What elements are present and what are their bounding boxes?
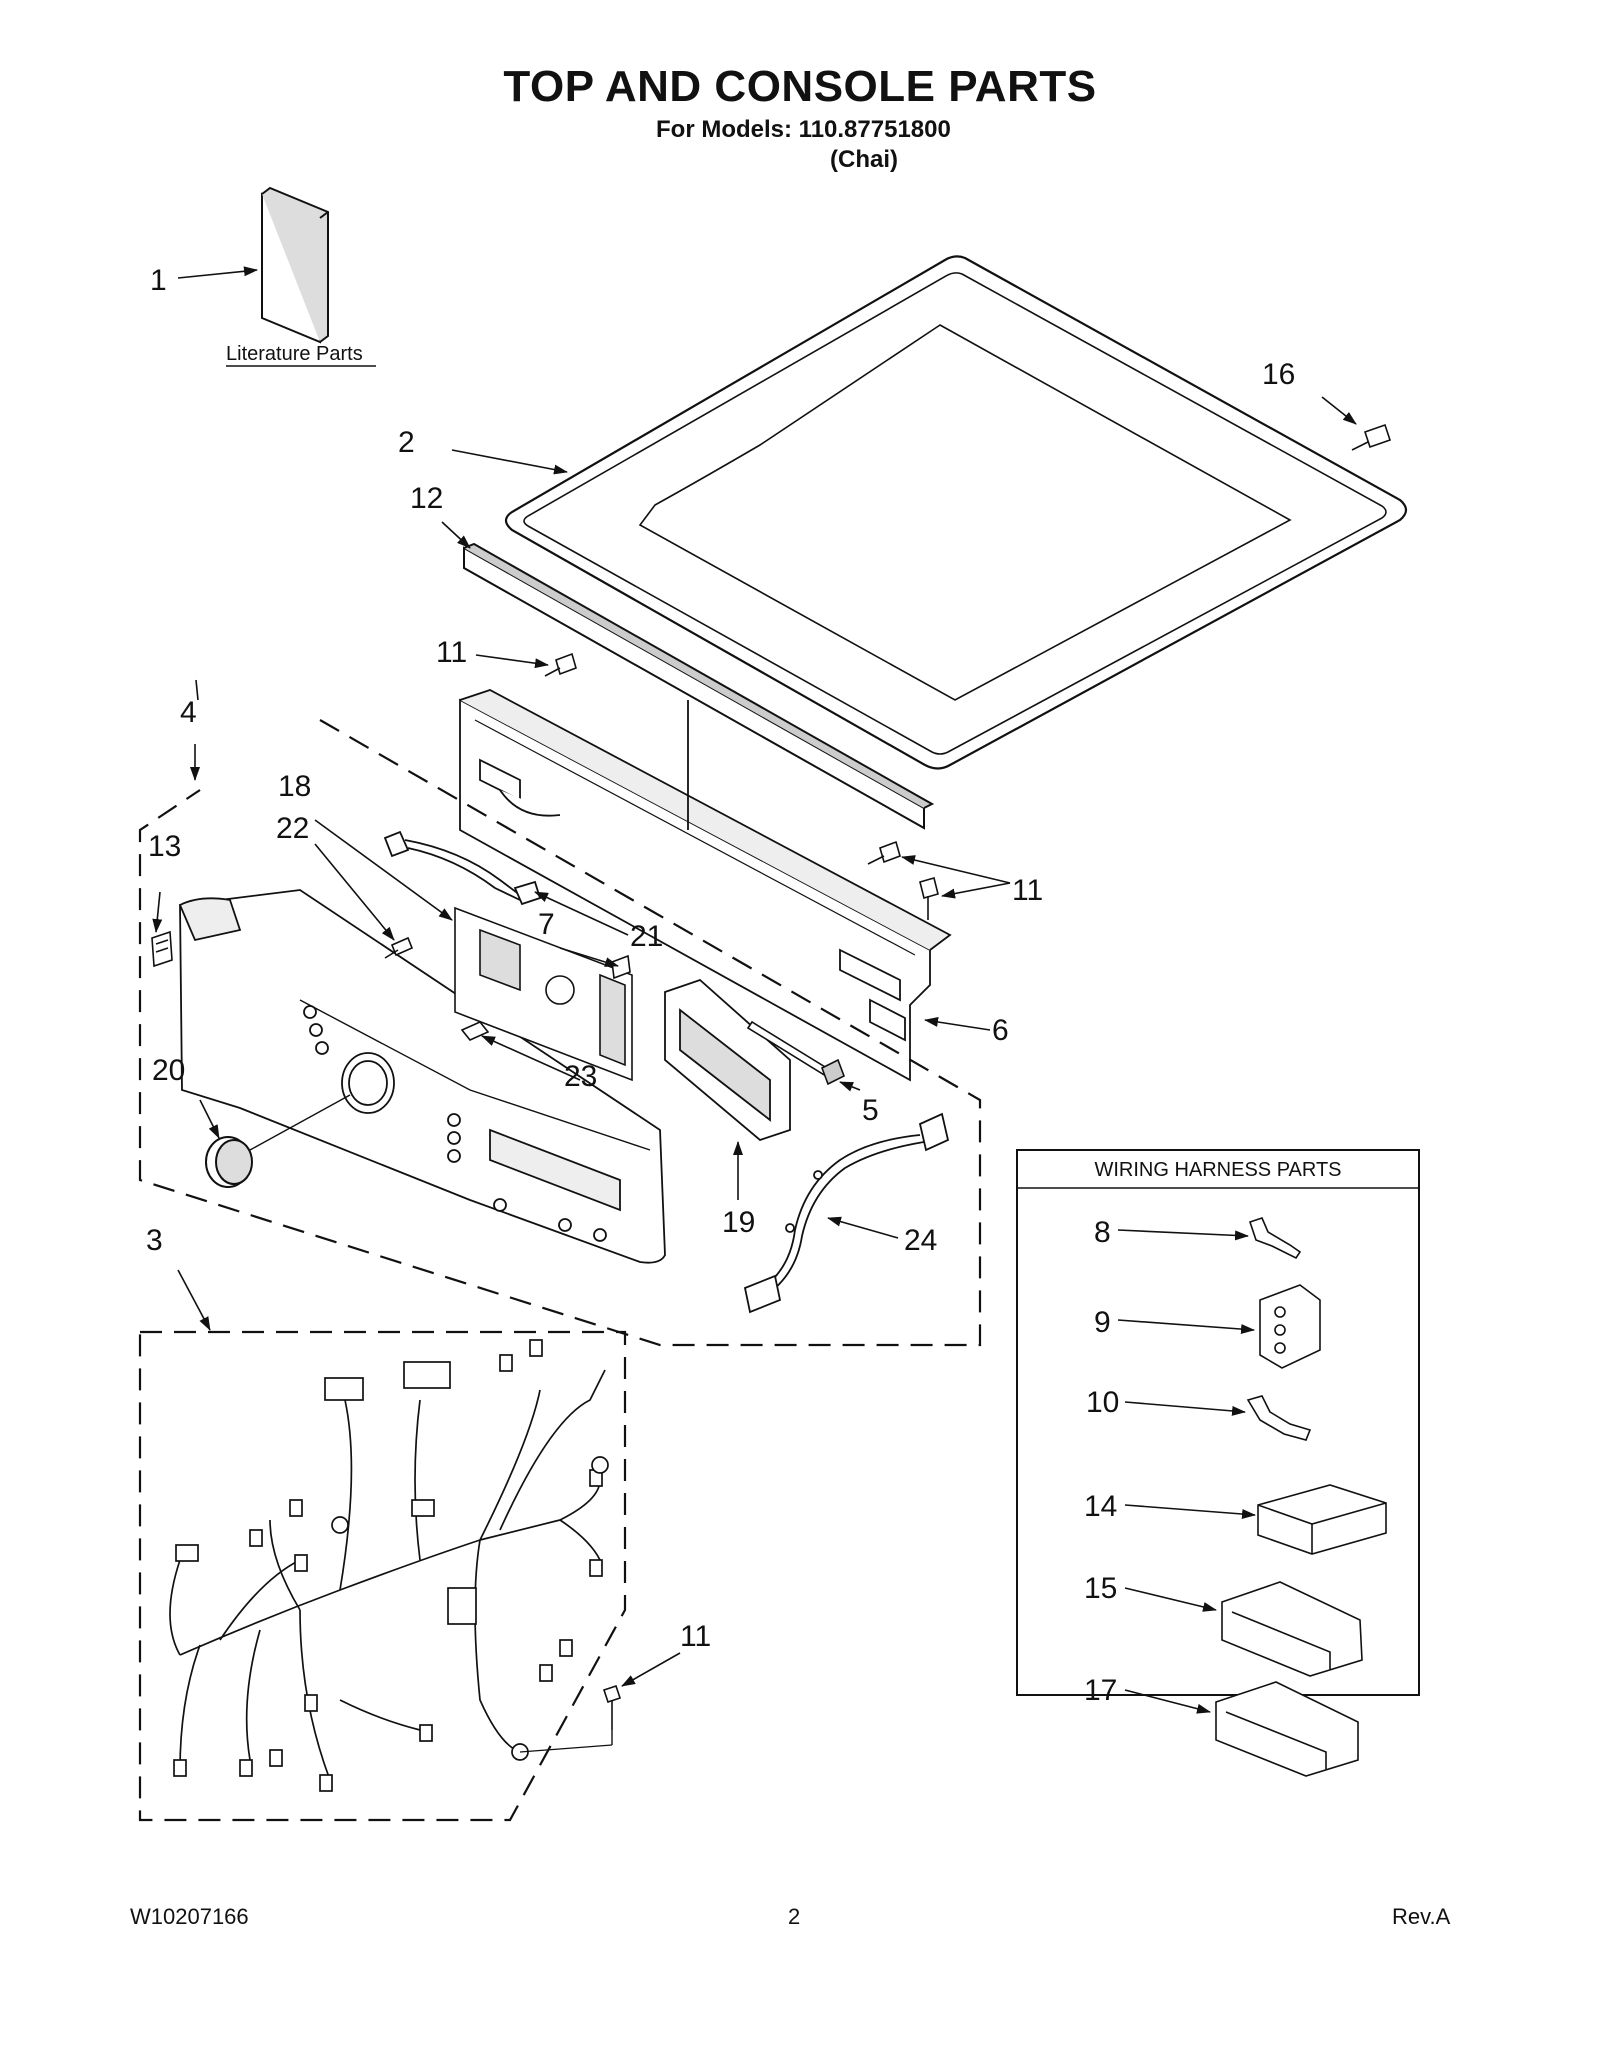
doc-number: W10207166 (130, 1904, 249, 1929)
callout-4: 4 (180, 696, 197, 729)
callout-19: 19 (722, 1206, 755, 1239)
console-assembly-boundary (138, 719, 982, 1347)
models-line: For Models: 110.87751800 (656, 116, 951, 143)
harness-screw (602, 1684, 622, 1730)
page-title: TOP AND CONSOLE PARTS (503, 62, 1097, 111)
page-number: 2 (788, 1904, 801, 1929)
callout-17: 17 (1084, 1674, 1117, 1707)
callout-10: 10 (1086, 1386, 1119, 1419)
callout-numbers: 1 2 12 16 11 11 4 18 22 13 21 7 23 20 6 … (146, 264, 1295, 1707)
board-cable (383, 830, 542, 906)
cable-tie (746, 1020, 846, 1086)
harness-screw-ref (519, 1744, 613, 1753)
callout-5: 5 (862, 1094, 879, 1127)
callout-12: 12 (410, 482, 443, 515)
callout-11-bottom: 11 (680, 1620, 711, 1653)
callout-8: 8 (1094, 1216, 1111, 1249)
callout-2: 2 (398, 426, 415, 459)
callout-7: 7 (538, 908, 555, 941)
bracket-screws (544, 652, 939, 920)
wiring-harness-parts-box (1016, 1149, 1420, 1696)
console-screw (384, 936, 414, 959)
board-connector (460, 1021, 490, 1041)
callout-6: 6 (992, 1014, 1009, 1047)
console-panel (178, 889, 666, 1264)
callout-21: 21 (630, 920, 663, 953)
callout-3: 3 (146, 1224, 163, 1257)
console-bracket (459, 689, 952, 1082)
leader-4-stem (195, 679, 199, 701)
leader-lines (152, 266, 1357, 1714)
control-knob (205, 1136, 253, 1188)
callout-11-top: 11 (436, 636, 467, 669)
callout-18: 18 (278, 770, 311, 803)
top-panel (504, 255, 1408, 770)
literature-part (261, 186, 329, 344)
interface-board (664, 978, 791, 1142)
control-board (454, 906, 633, 1082)
revision: Rev.A (1392, 1904, 1451, 1929)
literature-parts-label: Literature Parts (226, 343, 363, 365)
knob-axis-line (249, 1094, 351, 1151)
top-strip (463, 542, 935, 830)
model-variant: (Chai) (830, 146, 898, 173)
callout-15: 15 (1084, 1572, 1117, 1605)
callout-23: 23 (564, 1060, 597, 1093)
top-screw (1351, 423, 1392, 451)
callout-24: 24 (904, 1224, 937, 1257)
harness-part-icons (1215, 1217, 1387, 1777)
wiring-harness-parts-title: WIRING HARNESS PARTS (1094, 1159, 1341, 1181)
callout-11-right: 11 (1012, 874, 1043, 907)
main-wire-harness (169, 1339, 609, 1792)
callout-9: 9 (1094, 1306, 1111, 1339)
callout-22: 22 (276, 812, 309, 845)
sub-harness (743, 1112, 950, 1314)
callout-16: 16 (1262, 358, 1295, 391)
callout-20: 20 (152, 1054, 185, 1087)
callout-1: 1 (150, 264, 167, 297)
callout-13: 13 (148, 830, 181, 863)
main-harness-boundary (138, 1330, 627, 1822)
callout-14: 14 (1084, 1490, 1117, 1523)
small-bracket (151, 930, 173, 968)
